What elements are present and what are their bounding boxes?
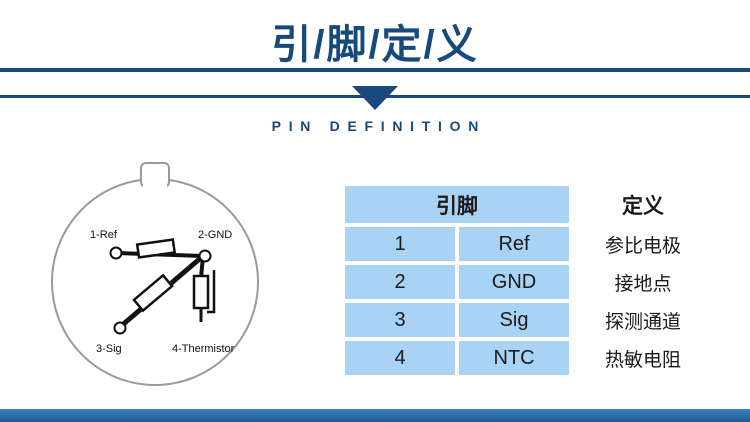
pin-definition-table: 引脚 定义 1 Ref 参比电极 2 GND 接地点 3 Sig 探测通道 4 … [345,186,713,375]
table-row-pin-def: 接地点 [573,265,713,299]
footer-accent-bar [0,409,750,422]
pin-1-terminal [109,246,123,260]
sensor-tab-mask [143,178,167,190]
table-row-pin-def: 参比电极 [573,227,713,261]
resistor-ref [135,238,177,259]
triangle-down-icon [352,86,398,110]
pin-4-label: 4-Thermistor [172,343,235,355]
divider-top [0,68,750,72]
resistor-sig [132,273,174,313]
sensor-pinout-diagram: 1-Ref 2-GND 3-Sig 4-Thermistor [51,162,259,386]
table-row-pin-def: 热敏电阻 [573,341,713,375]
table-row-pin-name: NTC [459,341,569,375]
table-row-pin-number: 1 [345,227,455,261]
table-row-pin-name: GND [459,265,569,299]
pin-3-label: 3-Sig [96,343,122,355]
page-subtitle: PIN DEFINITION [271,118,487,134]
thermistor-lead-hook [207,270,216,314]
table-row-pin-number: 2 [345,265,455,299]
page-title: 引/脚/定/义 [271,23,479,67]
table-row-pin-number: 4 [345,341,455,375]
table-row-pin-name: Sig [459,303,569,337]
pin-3-terminal [113,321,127,335]
thermistor-body [192,274,210,310]
table-row-pin-name: Ref [459,227,569,261]
pin-2-terminal [198,249,212,263]
table-row-pin-def: 探测通道 [573,303,713,337]
table-header-pin: 引脚 [345,186,569,223]
pin-1-label: 1-Ref [90,229,118,241]
table-header-definition: 定义 [573,186,713,223]
pin-2-label: 2-GND [198,229,232,241]
table-row-pin-number: 3 [345,303,455,337]
